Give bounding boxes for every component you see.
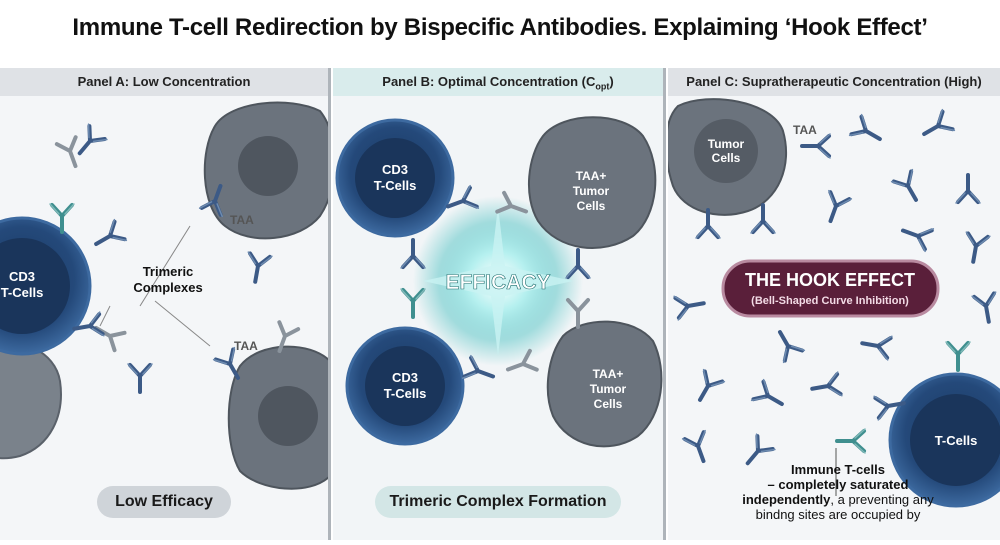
svg-text:Tumor: Tumor [590, 382, 627, 396]
svg-text:Cells: Cells [594, 397, 623, 411]
hook-effect-subtitle: (Bell-Shaped Curve Inhibition) [751, 295, 909, 307]
svg-text:Cells: Cells [712, 151, 741, 165]
divider-bc [663, 68, 666, 540]
svg-text:T-Cells: T-Cells [1, 285, 44, 300]
hook-effect-badge [721, 259, 940, 318]
taa-label-top: TAA [230, 213, 254, 227]
svg-text:Tumor: Tumor [708, 137, 745, 151]
copt-subscript: opt [595, 81, 610, 92]
tcell-label-c: T-Cells [935, 433, 978, 448]
taa-label-bottom: TAA [234, 339, 258, 353]
svg-text:CD3: CD3 [382, 162, 408, 177]
panel-c: Panel C: Supratherapeutic Concentration … [668, 68, 1000, 540]
low-efficacy-label: Low Efficacy [97, 486, 231, 518]
panel-b: Panel B: Optimal Concentration (Copt) EF… [333, 68, 663, 540]
page-title: Immune T-cell Redirection by Bispecific … [72, 14, 928, 41]
panel-c-header: Panel C: Supratherapeutic Concentration … [668, 68, 1000, 96]
saturation-note: Immune T-cells – completely saturated in… [742, 462, 934, 522]
svg-text:Cells: Cells [577, 199, 606, 213]
svg-text:Complexes: Complexes [133, 280, 202, 295]
hook-effect-title: THE HOOK EFFECT [745, 270, 915, 290]
panel-b-diagram: EFFICACY CD3 T-Cells CD3 T-Cells TAA+ Tu… [333, 96, 663, 540]
panel-a-header: Panel A: Low Concentration [0, 68, 328, 96]
taa-label-c: TAA [793, 123, 817, 137]
svg-text:TAA+: TAA+ [593, 367, 624, 381]
svg-text:TAA+: TAA+ [576, 169, 607, 183]
trimeric-label: Trimeric [143, 264, 194, 279]
cd3-label-a: CD3 [9, 269, 35, 284]
panel-c-body: Tumor Cells TAA T-Cells [668, 96, 1000, 540]
svg-text:Tumor: Tumor [573, 184, 610, 198]
panel-a-diagram: CD3 T-Cells Trimeric Complexes TAA TAA [0, 96, 328, 540]
panel-b-header: Panel B: Optimal Concentration (Copt) [333, 68, 663, 96]
efficacy-label: EFFICACY [446, 271, 551, 294]
panel-c-diagram: Tumor Cells TAA T-Cells [668, 96, 1000, 540]
panel-b-body: EFFICACY CD3 T-Cells CD3 T-Cells TAA+ Tu… [333, 96, 663, 540]
tumor-cell-b-top [527, 116, 657, 249]
divider-ab [328, 68, 331, 540]
svg-text:T-Cells: T-Cells [374, 178, 417, 193]
tumor-cell-b-bottom [546, 320, 663, 448]
trimeric-complex-label: Trimeric Complex Formation [375, 486, 621, 518]
panel-a: Panel A: Low Concentration CD3 T-Cells [0, 68, 328, 540]
svg-text:CD3: CD3 [392, 370, 418, 385]
panel-a-body: CD3 T-Cells Trimeric Complexes TAA TAA [0, 96, 328, 540]
svg-text:T-Cells: T-Cells [384, 386, 427, 401]
